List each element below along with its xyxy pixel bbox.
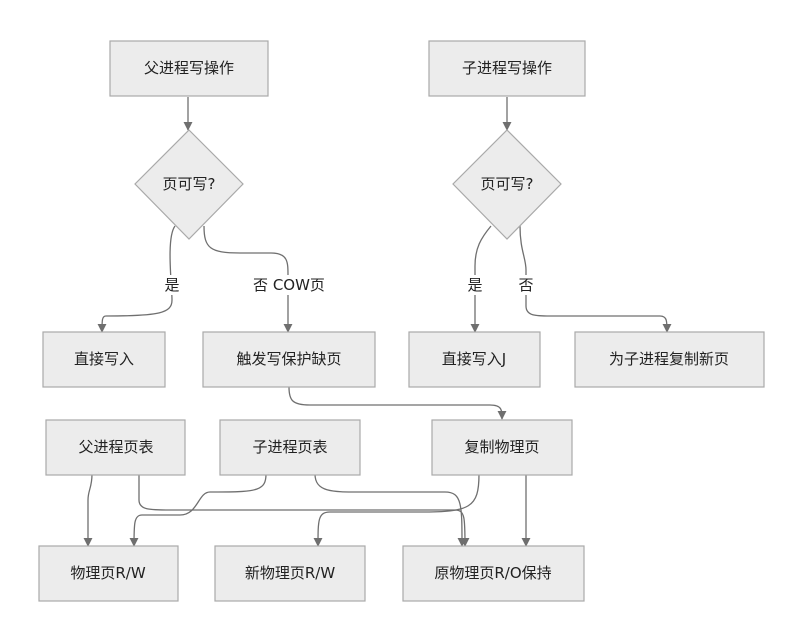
edge-child-check-no (519, 225, 672, 333)
node-parent-write: 父进程写操作 (109, 40, 269, 97)
node-child-copy-new-page: 为子进程复制新页 (574, 331, 765, 388)
decision-parent-writable-label: 页可写? (163, 175, 216, 193)
node-parent-direct-write: 直接写入 (42, 331, 166, 388)
node-cow-fault: 触发写保护缺页 (202, 331, 376, 388)
node-child-write-label: 子进程写操作 (462, 59, 552, 77)
node-child-page-table-label: 子进程页表 (252, 438, 327, 456)
node-child-direct-write: 直接写入J (408, 331, 541, 388)
edge-child-table-to-phys (129, 473, 267, 547)
node-new-physical-page-rw-label: 新物理页R/W (245, 564, 335, 582)
node-copy-physical-page-label: 复制物理页 (464, 438, 539, 456)
node-physical-page-rw-label: 物理页R/W (70, 564, 145, 582)
node-copy-physical-page: 复制物理页 (431, 419, 573, 476)
node-child-page-table: 子进程页表 (219, 419, 361, 476)
edge-parent-check-no (203, 225, 293, 333)
decision-parent-writable: 页可写? (134, 129, 244, 240)
edge-labels: 是 否 COW页 是 否 (163, 275, 535, 295)
node-original-physical-page-ro-label: 原物理页R/O保持 (434, 564, 551, 582)
decision-child-writable: 页可写? (452, 129, 562, 240)
edge-child-check-yes (470, 225, 492, 333)
node-child-direct-write-label: 直接写入J (442, 350, 506, 368)
edge-child-table-to-orig (314, 473, 467, 547)
node-original-physical-page-ro: 原物理页R/O保持 (402, 545, 585, 602)
node-parent-page-table-label: 父进程页表 (78, 438, 153, 456)
node-child-write: 子进程写操作 (428, 40, 586, 97)
edge-parent-check-yes (97, 225, 176, 333)
node-cow-fault-label: 触发写保护缺页 (236, 350, 341, 368)
node-child-copy-new-page-label: 为子进程复制新页 (609, 350, 729, 368)
edge-copy-to-new (313, 473, 480, 547)
edge-label-parent-yes: 是 (164, 276, 179, 294)
node-parent-write-label: 父进程写操作 (144, 59, 234, 77)
edge-label-parent-no: 否 COW页 (253, 276, 325, 294)
edge-cow-to-copy (288, 386, 507, 420)
edge-parent-table-to-orig (138, 474, 470, 547)
edge-parent-table-to-phys (83, 473, 93, 547)
node-parent-page-table: 父进程页表 (45, 419, 186, 476)
node-parent-direct-write-label: 直接写入 (74, 350, 134, 368)
node-new-physical-page-rw: 新物理页R/W (214, 545, 366, 602)
node-physical-page-rw: 物理页R/W (38, 545, 179, 602)
edge-label-child-no: 否 (518, 276, 533, 294)
edges (83, 97, 672, 547)
decision-child-writable-label: 页可写? (481, 175, 534, 193)
edge-label-child-yes: 是 (467, 276, 482, 294)
